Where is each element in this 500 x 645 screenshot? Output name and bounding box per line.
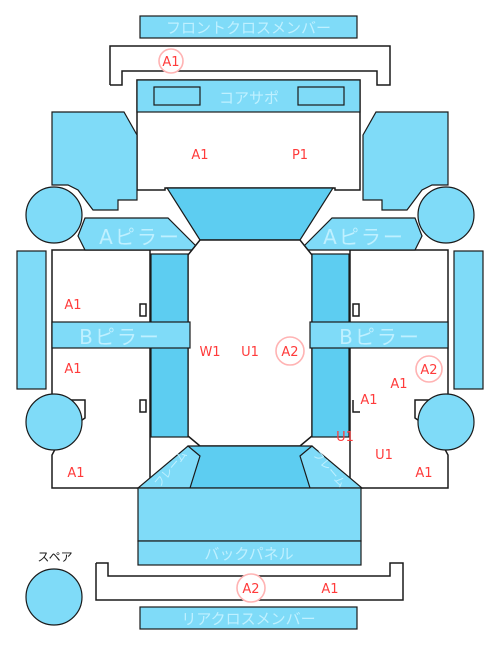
code-front-member[interactable]: A1 bbox=[162, 55, 179, 70]
rear-bumper-bracket[interactable] bbox=[95, 562, 404, 601]
code-rear-member-a1[interactable]: A1 bbox=[321, 582, 338, 597]
code-rear-quarter-right-u1a[interactable]: U1 bbox=[336, 430, 354, 445]
door-handle-rear-right bbox=[352, 400, 360, 413]
code-front-door-left[interactable]: A1 bbox=[64, 298, 81, 313]
rocker-left[interactable] bbox=[16, 250, 47, 390]
core-support-right-slot bbox=[297, 86, 345, 106]
a-pillar-left-label: Aピラー bbox=[99, 225, 181, 249]
b-pillar-right-label: Bピラー bbox=[339, 325, 421, 349]
code-rear-door-right-a2[interactable]: A2 bbox=[420, 363, 437, 378]
front-bumper-bracket[interactable] bbox=[109, 45, 391, 86]
code-front-member-bg bbox=[158, 48, 184, 74]
b-pillar-right[interactable] bbox=[309, 321, 449, 349]
back-panel-label: バックパネル bbox=[204, 545, 293, 563]
a-pillar-right[interactable] bbox=[298, 217, 423, 251]
code-roof-a2-bg bbox=[275, 336, 305, 366]
code-rear-door-left[interactable]: A1 bbox=[64, 362, 81, 377]
code-rear-door-right-a2-bg bbox=[415, 355, 443, 383]
rocker-right[interactable] bbox=[453, 250, 484, 390]
front-fender-left[interactable] bbox=[51, 111, 138, 211]
a-pillar-left[interactable] bbox=[77, 217, 202, 251]
front-wheel-left[interactable] bbox=[25, 186, 83, 244]
windshield[interactable] bbox=[165, 187, 335, 241]
rear-cross-member[interactable] bbox=[139, 606, 358, 630]
code-rear-quarter-left[interactable]: A1 bbox=[67, 466, 84, 481]
code-roof-w[interactable]: W1 bbox=[199, 345, 220, 360]
code-roof-a2[interactable]: A2 bbox=[281, 345, 298, 360]
rear-cross-member-label: リアクロスメンバー bbox=[181, 610, 315, 628]
spare-tire[interactable] bbox=[25, 568, 83, 626]
code-hood-left[interactable]: A1 bbox=[191, 148, 208, 163]
code-rear-member-a2-bg bbox=[236, 573, 266, 603]
door-handle-front-left bbox=[139, 303, 147, 317]
rear-wheel-left[interactable] bbox=[25, 393, 83, 451]
back-panel[interactable] bbox=[137, 540, 362, 566]
door-handle-front-right bbox=[352, 303, 360, 317]
code-rear-member-a2[interactable]: A2 bbox=[242, 582, 259, 597]
front-fender-right[interactable] bbox=[362, 111, 449, 211]
front-cross-member-label: フロントクロスメンバー bbox=[166, 19, 331, 37]
code-rear-quarter-right-a1[interactable]: A1 bbox=[415, 466, 432, 481]
door-handle-rear-left bbox=[139, 399, 147, 413]
code-rear-door-right-1[interactable]: A1 bbox=[390, 377, 407, 392]
rear-wheel-right[interactable] bbox=[417, 393, 475, 451]
core-support-left-slot bbox=[153, 86, 201, 106]
code-roof-u[interactable]: U1 bbox=[241, 345, 259, 360]
code-rear-quarter-right-u1b[interactable]: U1 bbox=[375, 448, 393, 463]
code-rear-door-right-2[interactable]: A1 bbox=[360, 393, 377, 408]
a-pillar-right-label: Aピラー bbox=[323, 225, 405, 249]
b-pillar-left-label: Bピラー bbox=[79, 325, 161, 349]
b-pillar-left[interactable] bbox=[51, 321, 191, 349]
spare-label: スペア bbox=[37, 550, 72, 564]
front-cross-member[interactable] bbox=[139, 15, 358, 39]
front-wheel-right[interactable] bbox=[417, 186, 475, 244]
trunk-lid[interactable] bbox=[137, 487, 362, 542]
core-support-label: コアサポ bbox=[219, 89, 279, 107]
code-hood-right[interactable]: P1 bbox=[292, 148, 308, 163]
